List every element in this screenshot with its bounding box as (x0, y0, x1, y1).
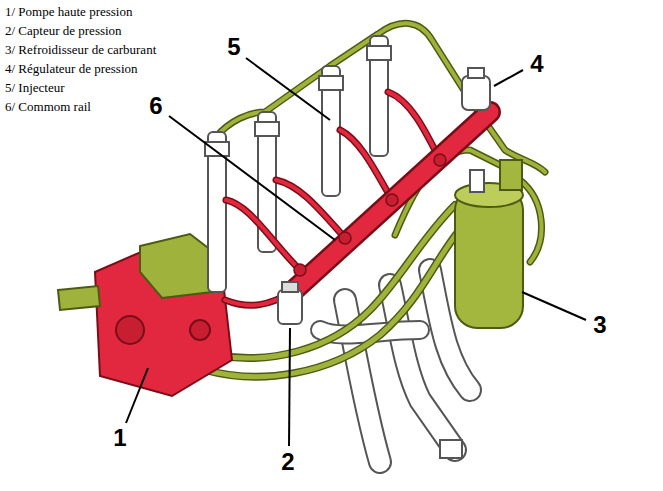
injector (205, 132, 229, 292)
exhaust-manifold (320, 270, 470, 462)
hp-line-outline (276, 180, 345, 238)
hp-line (226, 200, 300, 270)
callout-number: 4 (528, 51, 545, 77)
rail-port (386, 194, 398, 206)
injector-head (319, 76, 343, 90)
legend-line: 4/ Régulateur de pression (5, 61, 138, 77)
pump-flange (116, 316, 144, 344)
hp-line-outline (340, 130, 392, 200)
leader-line (126, 368, 148, 423)
callout-number: 2 (279, 449, 296, 475)
regulator-body (462, 76, 490, 110)
pump-inlet (58, 286, 100, 310)
callout-number: 6 (147, 93, 164, 119)
callout-number: 3 (591, 312, 608, 338)
injector-head (205, 142, 229, 156)
common-rail (292, 112, 490, 292)
injector-head (255, 122, 279, 136)
sensor-thread (282, 282, 298, 292)
legend-line: 1/ Pompe haute pression (5, 4, 132, 20)
high-pressure-pump (58, 234, 232, 396)
hp-line (276, 180, 345, 238)
injector (367, 36, 391, 156)
sensor-body (278, 290, 302, 324)
pressure-sensor (278, 282, 302, 324)
pressure-regulator (462, 68, 490, 110)
injector-head (367, 46, 391, 60)
cooler-body (455, 188, 523, 328)
pipe-flange (440, 440, 462, 458)
rail-body (292, 112, 490, 292)
regulator-plug (468, 68, 484, 78)
legend-line: 3/ Refroidisseur de carburant (5, 42, 156, 58)
rail-port (434, 154, 446, 166)
leader-line (522, 292, 586, 320)
fuel-cooler (455, 160, 523, 328)
rail-port (294, 264, 306, 276)
cooler-fitting (470, 170, 484, 192)
pump-flange (190, 320, 210, 340)
rail-outline (292, 112, 490, 292)
legend-line: 5/ Injecteur (5, 80, 65, 96)
leader-line (494, 70, 523, 86)
pump-top (140, 234, 216, 298)
hp-line (340, 130, 392, 200)
cooler-fitting (500, 160, 522, 190)
legend-line: 2/ Capteur de pression (5, 23, 122, 39)
callout-number: 5 (225, 34, 242, 60)
hp-line-outline (226, 200, 300, 270)
legend-line: 6/ Commom rail (5, 99, 91, 115)
leader-lines (126, 58, 586, 446)
callout-number: 1 (111, 425, 128, 451)
leader-line (169, 116, 335, 240)
fuel-lines (205, 23, 545, 376)
rail-port (339, 232, 351, 244)
leader-line (289, 328, 290, 446)
leader-line (246, 58, 330, 120)
